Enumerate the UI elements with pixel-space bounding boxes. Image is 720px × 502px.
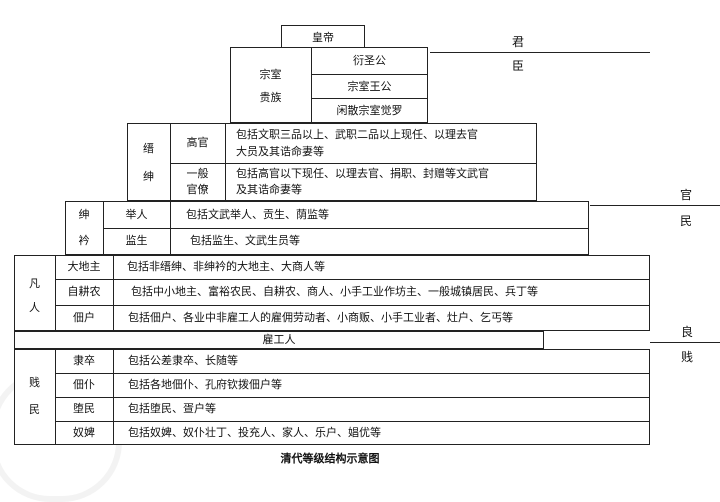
- zongshi-item-yanshenggong: 衍圣公: [353, 54, 386, 67]
- liang-jian-line: [650, 342, 720, 343]
- fanren-row-line-1: [55, 279, 650, 280]
- guan-min-line: [590, 205, 720, 206]
- side-label-guan: 官: [680, 188, 693, 202]
- jinshen-label-yiban-2: 官僚: [186, 183, 209, 196]
- zongshi-divider: [311, 47, 312, 123]
- side-label-liang: 良: [681, 325, 694, 339]
- jinshen-label-gaoguan: 高官: [186, 136, 209, 149]
- jinshen-group-label-2: 绅: [143, 170, 154, 183]
- jinshen-desc-gaoguan-2: 大员及其诰命妻等: [236, 145, 324, 158]
- shenjin-label-juren: 举人: [125, 208, 148, 221]
- jianmin-label-nubi: 奴婢: [73, 426, 95, 439]
- shenjin-desc-jiansheng: 包括监生、文武生员等: [190, 234, 300, 247]
- shenjin-desc-juren: 包括文武举人、贡生、荫监等: [186, 208, 329, 221]
- zongshi-group-label-1: 宗室: [259, 68, 282, 81]
- side-label-jian: 贱: [681, 350, 694, 364]
- zongshi-row-line-1: [311, 74, 428, 75]
- side-label-jun: 君: [512, 35, 525, 49]
- zongshi-item-wanggong: 宗室王公: [347, 80, 392, 93]
- fanren-label-dianhu: 佃户: [73, 311, 95, 324]
- fanren-label-dadizhu: 大地主: [67, 260, 101, 273]
- jun-chen-line: [430, 52, 650, 53]
- jianmin-label-dianpu: 佃仆: [73, 378, 95, 391]
- emperor-label: 皇帝: [312, 31, 334, 44]
- jianmin-group-label-2: 民: [29, 403, 40, 416]
- jinshen-desc-yiban-2: 及其诰命妻等: [236, 183, 302, 196]
- shenjin-group-label-2: 衿: [78, 234, 90, 247]
- side-label-chen: 臣: [512, 59, 525, 73]
- side-label-min: 民: [680, 214, 693, 228]
- jinshen-desc-yiban-1: 包括高官以下现任、以理去官、捐职、封赠等文武官: [236, 167, 489, 180]
- jianmin-row-line-2: [55, 397, 650, 398]
- fanren-group-label-1: 凡: [29, 277, 40, 290]
- jinshen-row-line: [170, 163, 537, 164]
- jinshen-block: [127, 123, 537, 201]
- fanren-desc-dianhu: 包括佃户、各业中非雇工人的雇佣劳动者、小商贩、小手工业者、灶户、乞丐等: [128, 311, 513, 324]
- fanren-divider-2: [113, 255, 114, 331]
- fanren-desc-zigengnong: 包括中小地主、富裕农民、自耕农、商人、小手工业作坊主、一般城镇居民、兵丁等: [131, 285, 538, 298]
- shenjin-label-jiansheng: 监生: [125, 234, 148, 247]
- jianmin-desc-lizu: 包括公差隶卒、长随等: [128, 354, 238, 367]
- zongshi-group-label-2: 贵族: [259, 91, 282, 104]
- jinshen-label-yiban-1: 一般: [186, 167, 209, 180]
- diagram-caption: 清代等级结构示意图: [280, 452, 380, 465]
- zongshi-block: [230, 47, 428, 123]
- gugong-label: 雇工人: [262, 333, 296, 346]
- jianmin-desc-nubi: 包括奴婢、奴仆壮丁、投充人、家人、乐户、娼优等: [128, 426, 381, 439]
- zongshi-item-jueluo: 闲散宗室觉罗: [336, 104, 403, 117]
- fanren-row-line-2: [55, 305, 650, 306]
- jinshen-desc-gaoguan-1: 包括文职三品以上、武职二品以上现任、以理去官: [236, 128, 478, 141]
- fanren-label-zigengnong: 自耕农: [67, 285, 101, 298]
- jianmin-row-line-3: [55, 421, 650, 422]
- jianmin-row-line-1: [55, 373, 650, 374]
- jianmin-desc-duomin: 包括堕民、疍户等: [128, 402, 216, 415]
- jianmin-desc-dianpu: 包括各地佃仆、孔府钦拨佃户等: [128, 378, 282, 391]
- jinshen-divider-2: [225, 123, 226, 201]
- zongshi-row-line-2: [311, 98, 428, 99]
- shenjin-group-label-1: 绅: [78, 208, 90, 221]
- emperor-box: 皇帝: [281, 25, 365, 49]
- fanren-group-label-2: 人: [29, 301, 40, 314]
- jinshen-group-label-1: 缙: [143, 142, 154, 155]
- jianmin-label-lizu: 隶卒: [73, 354, 95, 367]
- fanren-divider-1: [55, 255, 56, 331]
- fanren-desc-dadizhu: 包括非缙绅、非绅衿的大地主、大商人等: [127, 260, 325, 273]
- shenjin-row-line: [103, 228, 589, 229]
- gugong-box: [14, 331, 544, 349]
- jinshen-divider-1: [170, 123, 171, 201]
- jianmin-group-label-1: 贱: [29, 376, 40, 389]
- fanren-block: [14, 255, 650, 331]
- jianmin-label-duomin: 堕民: [73, 402, 95, 415]
